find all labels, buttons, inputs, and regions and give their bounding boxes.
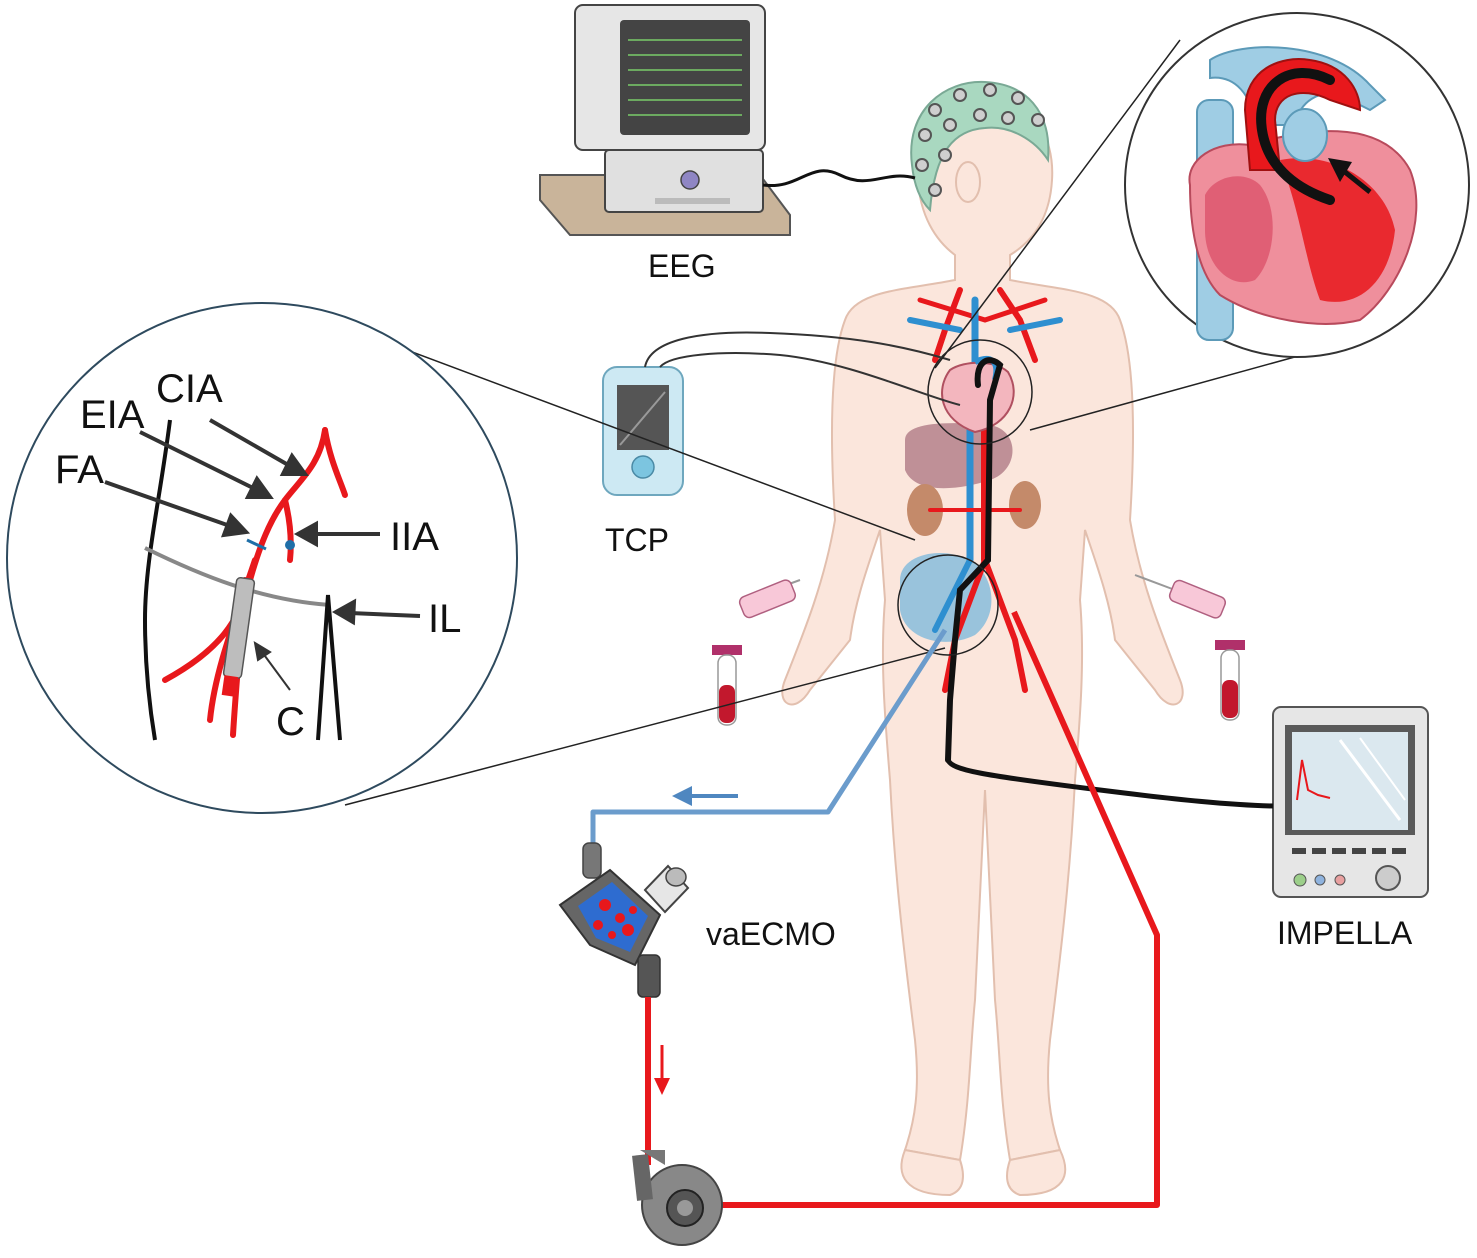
inset-label-eia: EIA: [80, 393, 145, 437]
chest-zoom-circle: [927, 339, 1033, 445]
arterial-flow-arrow: [654, 1045, 670, 1095]
eeg-cable: [762, 169, 916, 188]
inset-label-iia: IIA: [390, 515, 439, 559]
impella-catheter-in-body: [945, 357, 1004, 763]
inset-label-c: C: [276, 700, 305, 744]
tcp-device: [602, 366, 684, 496]
tcp-label: TCP: [605, 522, 669, 558]
arterial-return-line: [645, 610, 1160, 1208]
inset-label-fa: FA: [55, 448, 104, 492]
blood-sample-right: [1134, 574, 1245, 721]
venous-drainage-line: [590, 628, 948, 850]
groin-zoom-circle: [897, 554, 999, 656]
impella-console: [1272, 706, 1429, 898]
impella-label: IMPELLA: [1277, 915, 1413, 951]
inset-label-il: IL: [428, 597, 461, 641]
impella-cable: [945, 758, 1274, 809]
inset-label-cia: CIA: [156, 367, 223, 411]
centrifugal-pump: [632, 1150, 723, 1246]
human-body: [781, 93, 1184, 1197]
eeg-label: EEG: [648, 248, 716, 284]
venous-flow-arrow: [672, 786, 738, 806]
eeg-monitor: [539, 4, 791, 236]
tcp-leads: [644, 331, 961, 406]
oxygenator: [558, 842, 690, 998]
eeg-cap: [910, 80, 1050, 213]
heart-zoom-inset: [934, 12, 1470, 431]
blood-sample-left: [712, 579, 801, 726]
femoral-zoom-inset: [6, 302, 946, 814]
vaecmo-label: vaECMO: [706, 916, 836, 952]
